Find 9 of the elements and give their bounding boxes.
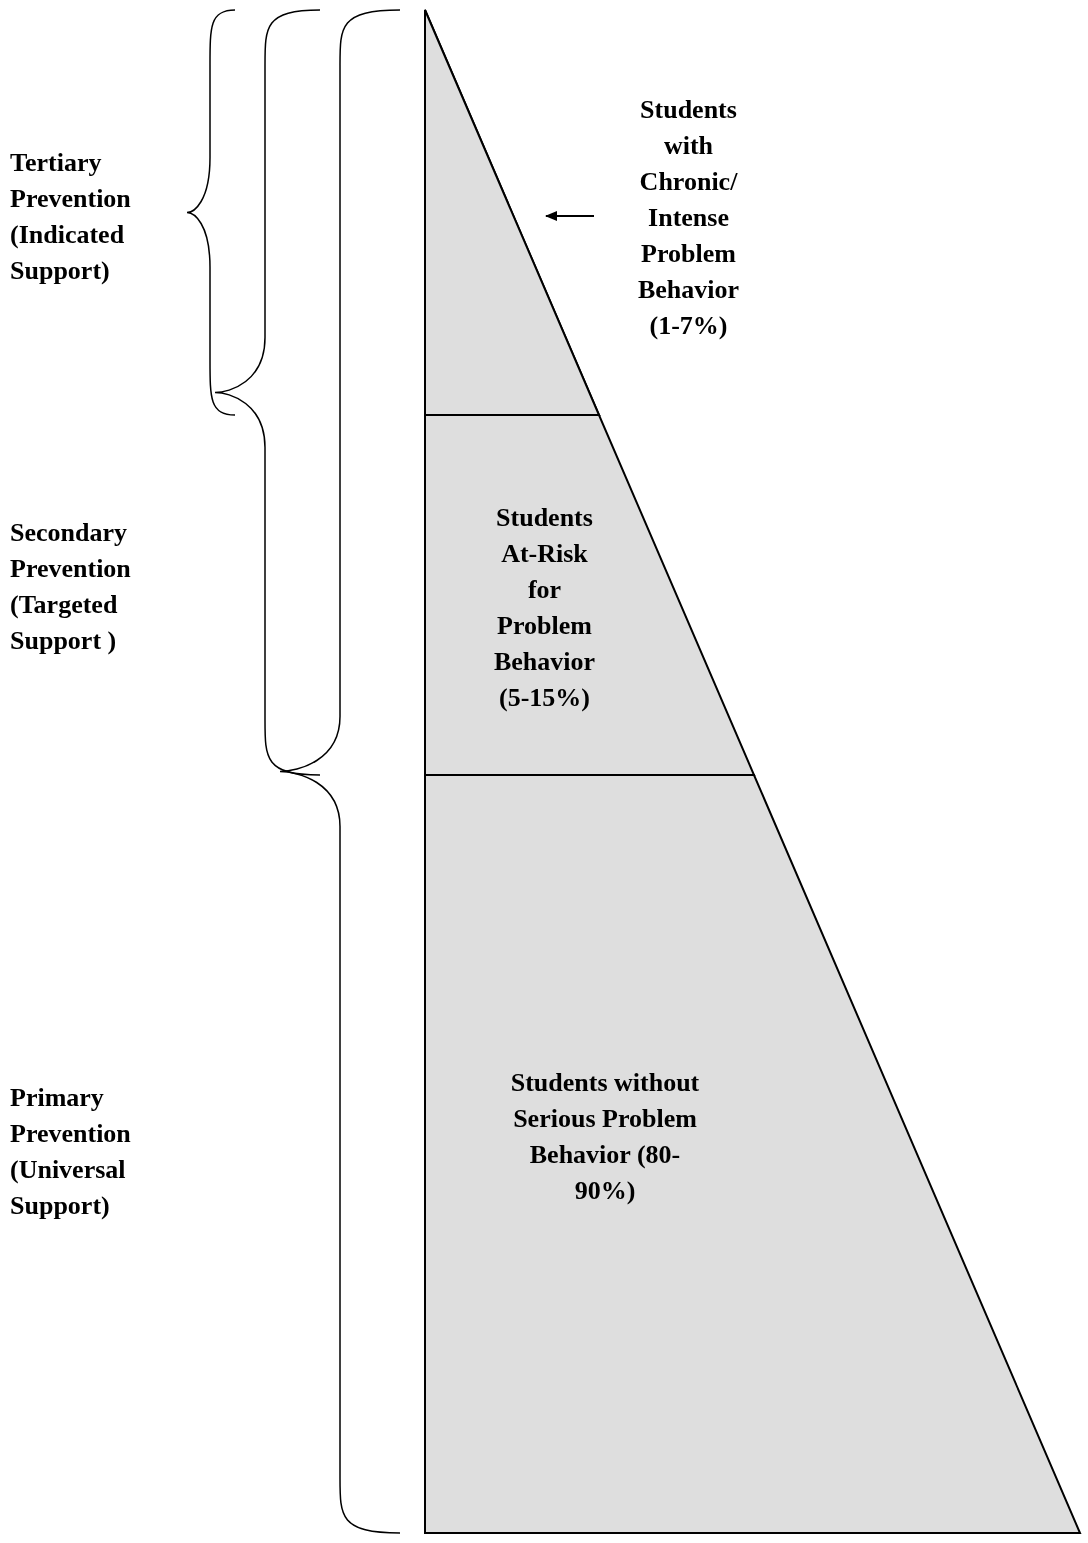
- tier-label: Students without Serious Problem Behavior (80-90%): [509, 1067, 701, 1207]
- tier-label: Students with Chronic/ Intense Problem Behavior (1-7%): [636, 94, 741, 342]
- prevention-label: Secondary Prevention (Targeted Support ): [10, 517, 132, 657]
- prevention-label: Primary Prevention (Universal Support): [10, 1082, 132, 1222]
- tier-label: Students At-Risk for Problem Behavior (5-15%): [492, 502, 597, 714]
- arrow: [545, 211, 595, 221]
- pyramid-tier: [425, 415, 754, 775]
- pyramid-tier: [425, 10, 599, 415]
- prevention-label: Tertiary Prevention (Indicated Support): [10, 147, 132, 287]
